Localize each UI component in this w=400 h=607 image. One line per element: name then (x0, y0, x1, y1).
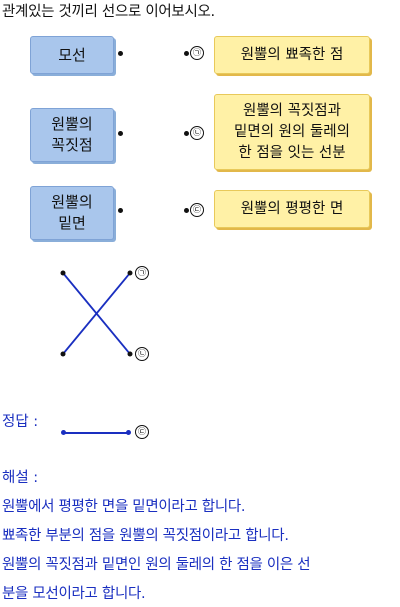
explanation-line: 분을 모선이라고 합니다. (2, 586, 146, 602)
line-end-dot (60, 351, 66, 357)
explanation-line: 원뿔의 꼭짓점과 밑면인 원의 둘레의 한 점을 이은 선 (2, 557, 311, 573)
right-item-label: 원뿔의 꼭짓점과 밑면의 원의 둘레의 한 점을 잇는 선분 (234, 102, 350, 161)
connect-dot[interactable] (184, 208, 189, 213)
answer-line (63, 432, 128, 434)
line-end-dot (127, 270, 133, 276)
connect-dot[interactable] (118, 131, 123, 136)
connect-line (62, 272, 131, 355)
right-item-generatrix-def[interactable]: 원뿔의 꼭짓점과 밑면의 원의 둘레의 한 점을 잇는 선분 (214, 94, 370, 170)
explanation-line: 원뿔에서 평평한 면을 밑면이라고 합니다. (2, 499, 246, 515)
left-item-label: 원뿔의 꼭짓점 (51, 115, 93, 154)
connect-dot[interactable] (118, 51, 123, 56)
connect-dot[interactable] (118, 208, 123, 213)
answer-dot (126, 430, 131, 435)
answer-label: 정답 : (2, 414, 39, 430)
explanation-line: 뾰족한 부분의 점을 원뿔의 꼭짓점이라고 합니다. (2, 528, 289, 544)
diagram-marker-giyeok: ㉠ (135, 266, 149, 280)
left-item-generatrix[interactable]: 모선 (30, 36, 114, 74)
left-item-label: 원뿔의 밑면 (51, 193, 93, 232)
explanation-label: 해설 : (2, 470, 39, 486)
right-item-base-def[interactable]: 원뿔의 평평한 면 (214, 190, 370, 228)
instruction-text: 관계있는 것끼리 선으로 이어보시오. (2, 4, 215, 20)
marker-giyeok: ㉠ (190, 46, 204, 60)
right-item-apex-def[interactable]: 원뿔의 뾰족한 점 (214, 36, 370, 74)
marker-digeut: ㉢ (190, 203, 204, 217)
answer-marker: ㉢ (135, 425, 149, 439)
left-item-base[interactable]: 원뿔의 밑면 (30, 186, 114, 240)
line-end-dot (127, 351, 133, 357)
marker-nieun: ㉡ (190, 126, 204, 140)
left-item-apex[interactable]: 원뿔의 꼭짓점 (30, 108, 114, 162)
left-item-label: 모선 (58, 45, 86, 64)
right-item-label: 원뿔의 뾰족한 점 (240, 46, 344, 63)
connect-dot[interactable] (184, 131, 189, 136)
line-end-dot (60, 270, 66, 276)
diagram-marker-nieun: ㉡ (135, 347, 149, 361)
right-item-label: 원뿔의 평평한 면 (240, 200, 344, 217)
connect-dot[interactable] (184, 51, 189, 56)
